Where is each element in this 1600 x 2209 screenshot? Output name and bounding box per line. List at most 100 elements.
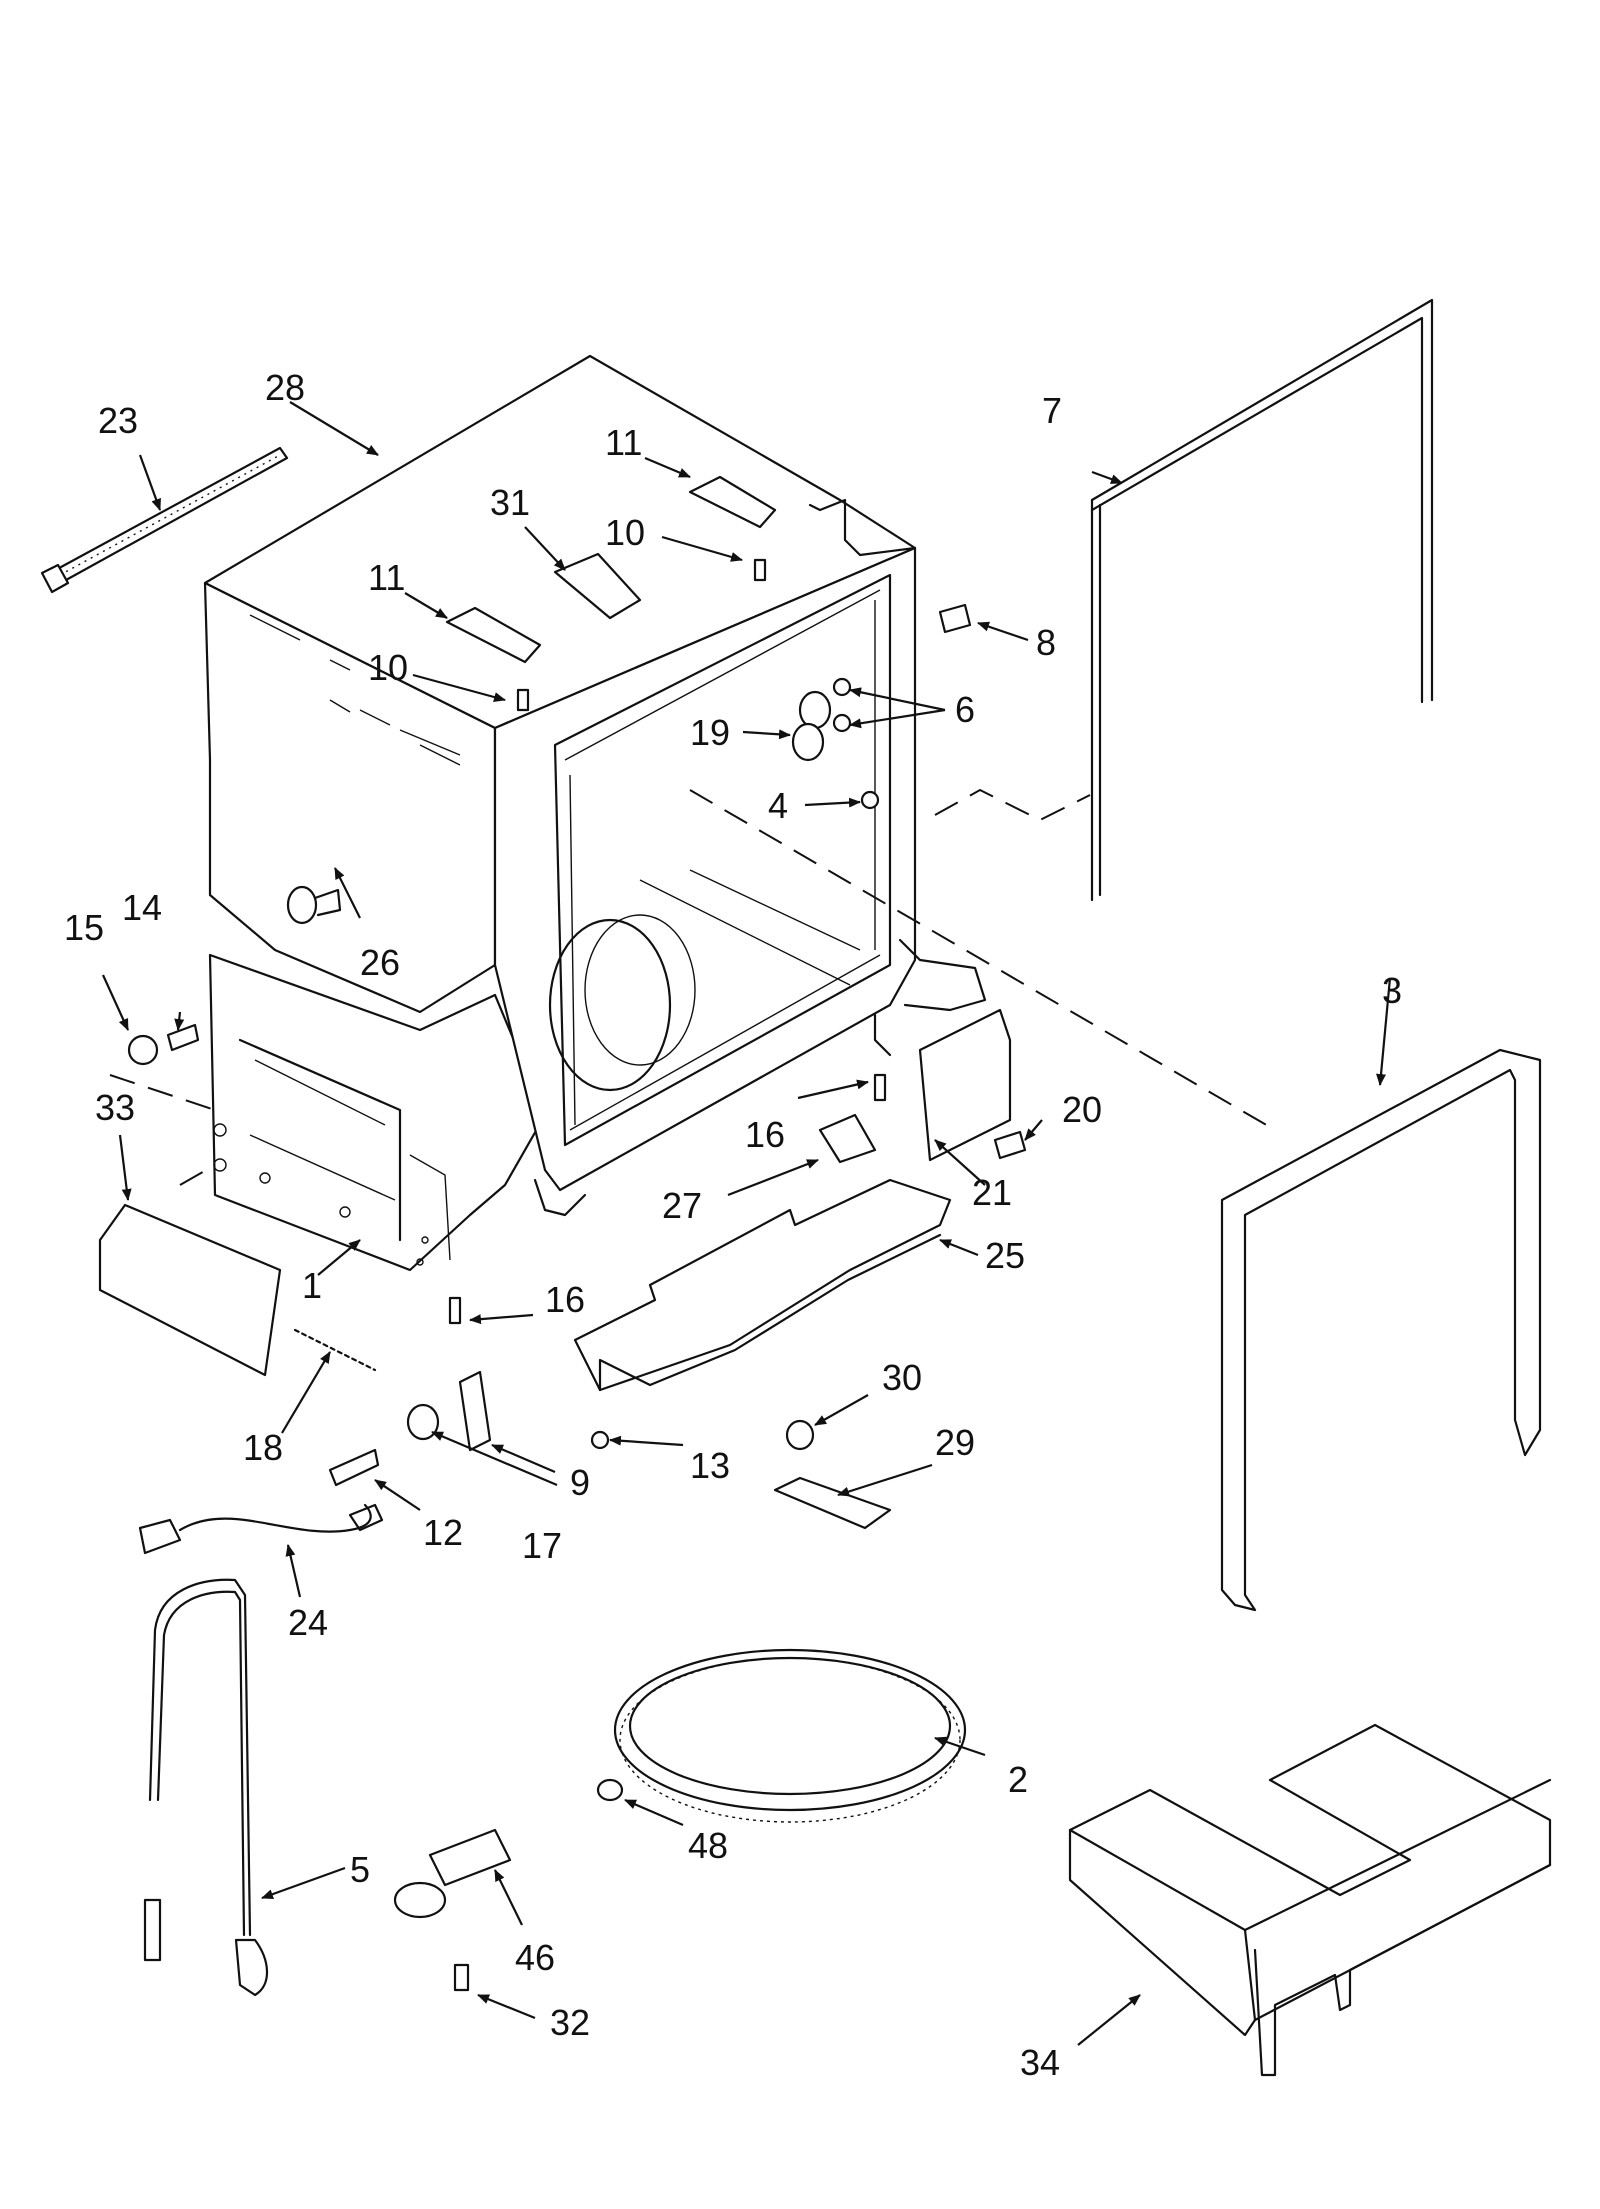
leader-26 (334, 867, 361, 919)
frame-alignment-line (689, 789, 1276, 1131)
callout-30: 30 (882, 1357, 922, 1398)
leader-30 (814, 1394, 869, 1426)
shoulder-screw (328, 1448, 380, 1487)
leader-8 (977, 621, 1029, 642)
leader-16b (469, 1313, 534, 1325)
leader-9 (491, 1443, 556, 1474)
leader-24 (285, 1544, 302, 1598)
coil-spring (596, 1778, 624, 1802)
leader-3 (1376, 977, 1392, 1086)
bracket-alignment-line-2 (179, 1164, 216, 1186)
side-bracket (98, 1203, 282, 1377)
callout-16a: 16 (745, 1114, 785, 1155)
leader-6b (849, 708, 946, 729)
leader-6a (849, 687, 946, 712)
callout-19: 19 (690, 712, 730, 753)
support-plate (573, 1178, 952, 1392)
callout-18: 18 (243, 1427, 283, 1468)
tub-lower-body (208, 953, 547, 1272)
leader-46 (494, 1869, 523, 1926)
callout-24: 24 (288, 1602, 328, 1643)
callout-20: 20 (1062, 1089, 1102, 1130)
callout-29: 29 (935, 1422, 975, 1463)
float-switch (785, 1419, 815, 1451)
roller-bearing (791, 690, 832, 762)
callout-33: 33 (95, 1087, 135, 1128)
drain-hose (143, 1578, 269, 1997)
leader-1 (317, 1239, 361, 1276)
leader-19 (742, 729, 791, 740)
door-spring (293, 1328, 377, 1372)
hinge-bracket-upper (688, 475, 777, 529)
callout-48: 48 (688, 1825, 728, 1866)
leveling-leg-lower (448, 1296, 462, 1325)
leveling-leg-upper (873, 1073, 887, 1102)
leader-13 (609, 1435, 684, 1447)
callout-10a: 10 (605, 512, 645, 553)
tub-sump (548, 918, 672, 1092)
callout-6: 6 (955, 689, 975, 730)
leader-20 (1024, 1119, 1043, 1141)
ground-wire (138, 1503, 384, 1555)
spring-roller (406, 1403, 440, 1441)
leader-14 (174, 1011, 185, 1031)
callout-17: 17 (522, 1525, 562, 1566)
leader-12 (374, 1479, 421, 1511)
callout-15: 15 (64, 907, 104, 948)
leader-27 (727, 1158, 819, 1197)
callout-26: 26 (360, 942, 400, 983)
tub-gasket-frame (1220, 1048, 1542, 1612)
leader-32 (477, 1993, 536, 2020)
leader-29 (837, 1463, 933, 1497)
leader-5 (261, 1866, 346, 1900)
leader-34 (1077, 1994, 1141, 2046)
callout-11a: 11 (605, 422, 642, 463)
callout-34: 34 (1020, 2042, 1060, 2083)
leg-clip (818, 1113, 877, 1164)
callout-32: 32 (550, 2002, 590, 2043)
callout-7: 7 (1042, 390, 1062, 431)
callout-46: 46 (515, 1937, 555, 1978)
leader-2 (934, 1736, 986, 1757)
callout-27: 27 (662, 1185, 702, 1226)
leader-31 (524, 526, 566, 571)
leader-28 (289, 401, 379, 456)
callout-5: 5 (350, 1849, 370, 1890)
callout-12: 12 (423, 1512, 463, 1553)
tub-assembly (203, 354, 987, 1272)
callout-28: 28 (265, 367, 305, 408)
leader-lines (101, 401, 1392, 2046)
plate-screw (590, 1430, 610, 1450)
hinge-bracket-lower (445, 606, 542, 664)
leader-7 (1091, 470, 1123, 485)
hose-clamp (393, 1828, 512, 1919)
plug-button (860, 790, 880, 810)
leader-11b (404, 592, 448, 619)
bracket-alignment-line (109, 1074, 216, 1111)
callout-31: 31 (490, 482, 530, 523)
leader-21 (934, 1139, 986, 1186)
leader-15 (101, 974, 130, 1031)
hex-screw-8 (938, 603, 972, 634)
gasket-alignment-line (934, 788, 1091, 822)
door-link (458, 1370, 492, 1452)
callout-2: 2 (1008, 1759, 1028, 1800)
clip-bracket (553, 552, 642, 620)
callout-23: 23 (98, 400, 138, 441)
callout-21: 21 (972, 1172, 1012, 1213)
callout-25: 25 (985, 1235, 1025, 1276)
callout-3: 3 (1382, 970, 1402, 1011)
leader-17 (431, 1430, 558, 1487)
spray-ring (613, 1648, 967, 1823)
washers (832, 677, 852, 733)
insulation-blanket (1068, 1723, 1552, 2077)
callout-11b: 11 (368, 557, 405, 598)
callout-1: 1 (302, 1265, 322, 1306)
leader-18 (281, 1351, 331, 1434)
leader-10a (661, 535, 743, 562)
callout-4: 4 (768, 785, 788, 826)
screw-upper (753, 558, 767, 582)
callout-8: 8 (1036, 622, 1056, 663)
leader-33 (118, 1134, 132, 1201)
